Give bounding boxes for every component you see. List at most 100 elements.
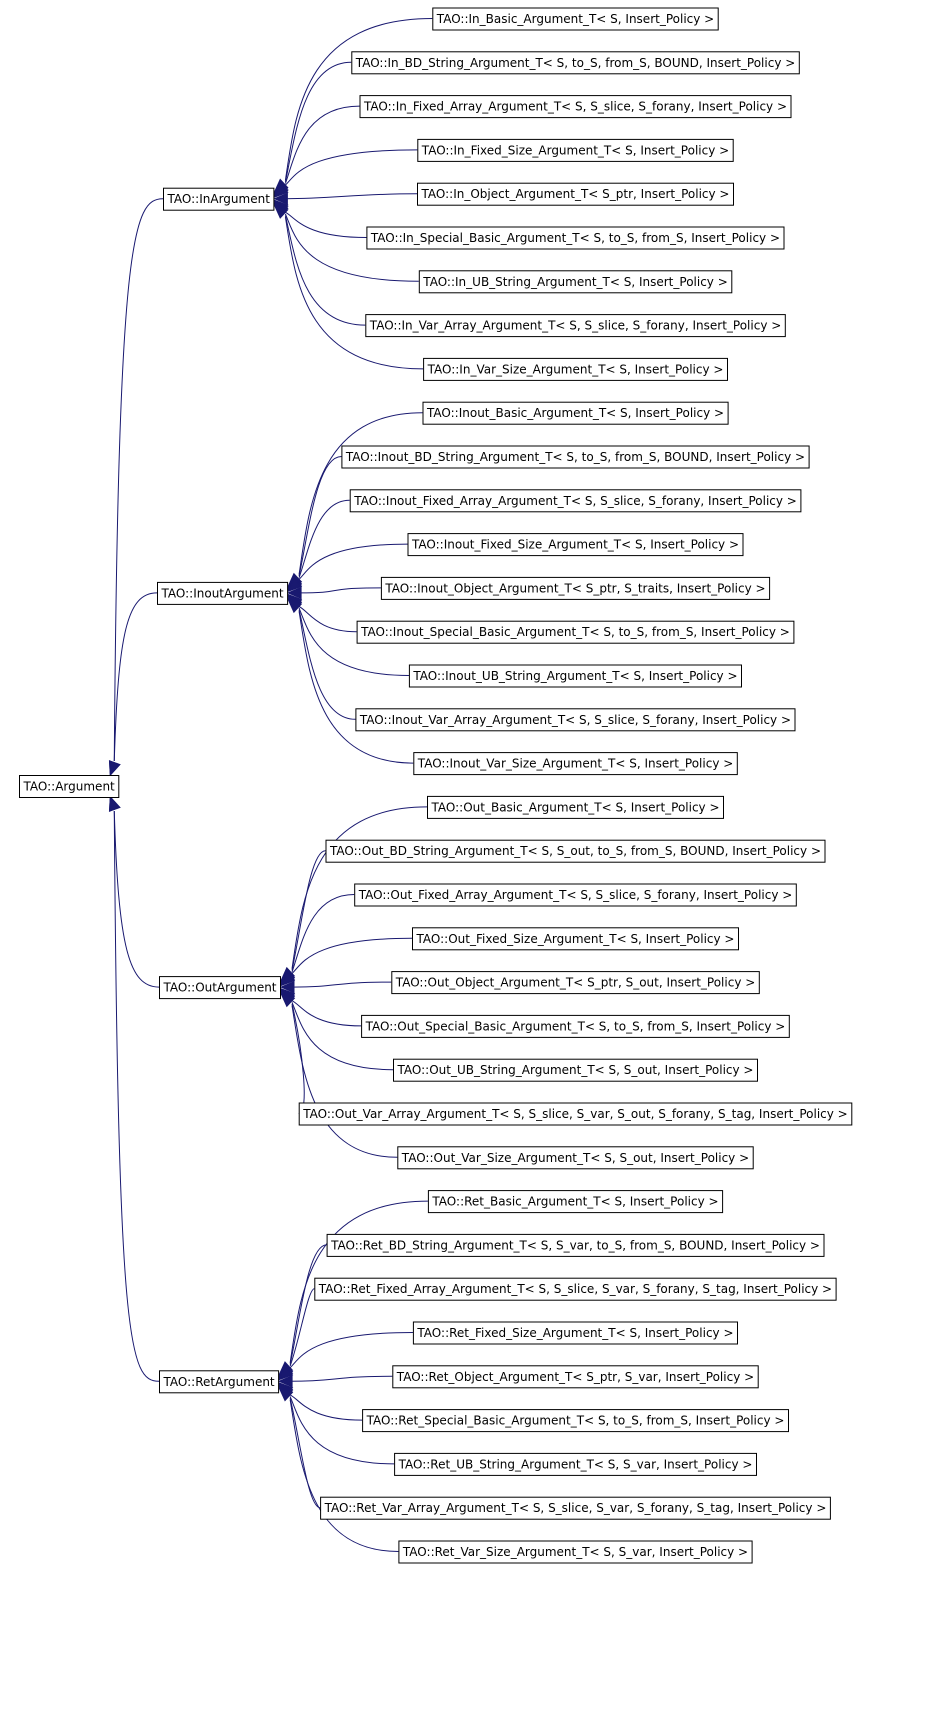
edge-in-var-array-argument-to-inargument <box>284 215 366 326</box>
arrowhead-ret-fixed-size-argument <box>278 1365 294 1381</box>
class-node-in-basic-argument-box <box>432 7 719 31</box>
class-node-inout-ub-string-argument[interactable]: TAO::Inout_UB_String_Argument_T< S, Inse… <box>408 664 742 688</box>
class-node-inout-fixed-array-argument-box <box>349 489 802 513</box>
root-node-argument-label: TAO::Argument <box>23 780 116 794</box>
class-node-inout-fixed-size-argument-box <box>407 533 744 557</box>
edge-in-fixed-size-argument-to-inargument <box>285 149 418 186</box>
edge-out-fixed-array-argument-to-outargument <box>291 894 355 973</box>
class-node-inout-special-basic-argument[interactable]: TAO::Inout_Special_Basic_Argument_T< S, … <box>356 620 795 644</box>
class-node-inout-special-basic-argument-label: TAO::Inout_Special_Basic_Argument_T< S, … <box>360 625 790 639</box>
class-node-out-basic-argument-box <box>427 795 724 819</box>
class-node-in-basic-argument-label: TAO::In_Basic_Argument_T< S, Insert_Poli… <box>436 12 714 26</box>
group-node-inoutargument[interactable]: TAO::InoutArgument <box>157 581 289 605</box>
edge-outargument-to-argument <box>113 810 160 988</box>
class-node-ret-object-argument-box <box>392 1365 759 1389</box>
class-node-in-special-basic-argument[interactable]: TAO::In_Special_Basic_Argument_T< S, to_… <box>366 226 785 250</box>
class-node-inout-var-array-argument-label: TAO::Inout_Var_Array_Argument_T< S, S_sl… <box>359 713 791 727</box>
class-node-ret-fixed-array-argument-box <box>314 1277 837 1301</box>
edge-ret-bd-string-argument-to-retargument <box>289 1244 327 1365</box>
class-node-ret-object-argument[interactable]: TAO::Ret_Object_Argument_T< S_ptr, S_var… <box>392 1365 759 1389</box>
edge-in-fixed-array-argument-to-inargument <box>284 105 360 184</box>
class-node-in-bd-string-argument[interactable]: TAO::In_BD_String_Argument_T< S, to_S, f… <box>351 51 800 75</box>
class-node-in-object-argument[interactable]: TAO::In_Object_Argument_T< S_ptr, Insert… <box>417 182 734 206</box>
class-node-inout-fixed-size-argument[interactable]: TAO::Inout_Fixed_Size_Argument_T< S, Ins… <box>407 533 744 557</box>
class-node-ret-basic-argument-label: TAO::Ret_Basic_Argument_T< S, Insert_Pol… <box>431 1195 718 1209</box>
class-node-in-basic-argument[interactable]: TAO::In_Basic_Argument_T< S, Insert_Poli… <box>432 7 719 31</box>
arrowhead-retargument <box>108 795 121 812</box>
class-node-ret-var-array-argument-label: TAO::Ret_Var_Array_Argument_T< S, S_slic… <box>324 1501 827 1515</box>
class-node-out-var-array-argument[interactable]: TAO::Out_Var_Array_Argument_T< S, S_slic… <box>298 1102 853 1126</box>
class-node-in-object-argument-box <box>417 182 734 206</box>
class-node-inout-bd-string-argument-box <box>341 445 810 469</box>
group-node-retargument[interactable]: TAO::RetArgument <box>159 1370 280 1394</box>
class-node-in-bd-string-argument-box <box>351 51 800 75</box>
class-node-ret-fixed-size-argument-label: TAO::Ret_Fixed_Size_Argument_T< S, Inser… <box>416 1326 733 1340</box>
class-node-out-fixed-size-argument[interactable]: TAO::Out_Fixed_Size_Argument_T< S, Inser… <box>412 927 739 951</box>
class-node-inout-var-array-argument[interactable]: TAO::Inout_Var_Array_Argument_T< S, S_sl… <box>355 708 796 732</box>
class-node-ret-special-basic-argument[interactable]: TAO::Ret_Special_Basic_Argument_T< S, to… <box>362 1409 789 1433</box>
class-node-out-object-argument[interactable]: TAO::Out_Object_Argument_T< S_ptr, S_out… <box>391 971 760 995</box>
edge-ret-fixed-size-argument-to-retargument <box>289 1332 413 1369</box>
class-node-out-special-basic-argument[interactable]: TAO::Out_Special_Basic_Argument_T< S, to… <box>361 1014 790 1038</box>
class-node-ret-fixed-size-argument-box <box>412 1321 738 1345</box>
class-node-out-ub-string-argument-label: TAO::Out_UB_String_Argument_T< S, S_out,… <box>397 1063 754 1077</box>
class-node-ret-fixed-size-argument[interactable]: TAO::Ret_Fixed_Size_Argument_T< S, Inser… <box>412 1321 738 1345</box>
class-node-ret-fixed-array-argument[interactable]: TAO::Ret_Fixed_Array_Argument_T< S, S_sl… <box>314 1277 837 1301</box>
class-node-ret-ub-string-argument[interactable]: TAO::Ret_UB_String_Argument_T< S, S_var,… <box>394 1452 757 1476</box>
arrowhead-ret-var-size-argument <box>278 1386 294 1402</box>
class-node-inout-object-argument-box <box>380 576 771 600</box>
class-node-out-ub-string-argument[interactable]: TAO::Out_UB_String_Argument_T< S, S_out,… <box>393 1058 758 1082</box>
root-node-argument-box <box>19 775 120 798</box>
class-node-ret-ub-string-argument-box <box>394 1452 757 1476</box>
class-node-inout-basic-argument-box <box>422 401 729 425</box>
class-node-out-special-basic-argument-box <box>361 1014 790 1038</box>
class-node-in-fixed-array-argument-label: TAO::In_Fixed_Array_Argument_T< S, S_sli… <box>363 100 787 114</box>
class-node-out-var-size-argument[interactable]: TAO::Out_Var_Size_Argument_T< S, S_out, … <box>397 1146 754 1170</box>
root-node-argument[interactable]: TAO::Argument <box>19 775 120 798</box>
class-node-out-bd-string-argument[interactable]: TAO::Out_BD_String_Argument_T< S, S_out,… <box>325 839 826 863</box>
edge-out-ub-string-argument-to-outargument <box>291 1002 394 1071</box>
class-node-out-object-argument-box <box>391 971 760 995</box>
class-node-ret-var-size-argument[interactable]: TAO::Ret_Var_Size_Argument_T< S, S_var, … <box>398 1540 753 1564</box>
edge-out-fixed-size-argument-to-outargument <box>291 937 413 974</box>
class-node-in-ub-string-argument-label: TAO::In_UB_String_Argument_T< S, Insert_… <box>422 275 727 289</box>
group-node-inargument[interactable]: TAO::InArgument <box>163 187 275 211</box>
class-node-in-var-size-argument[interactable]: TAO::In_Var_Size_Argument_T< S, Insert_P… <box>423 357 728 381</box>
class-node-in-object-argument-label: TAO::In_Object_Argument_T< S_ptr, Insert… <box>421 187 730 201</box>
edge-in-var-size-argument-to-inargument <box>284 217 424 370</box>
arrowhead-in-fixed-size-argument <box>273 183 289 198</box>
class-node-in-fixed-array-argument[interactable]: TAO::In_Fixed_Array_Argument_T< S, S_sli… <box>359 95 792 119</box>
class-node-ret-var-array-argument[interactable]: TAO::Ret_Var_Array_Argument_T< S, S_slic… <box>320 1496 831 1520</box>
class-node-inout-object-argument[interactable]: TAO::Inout_Object_Argument_T< S_ptr, S_t… <box>380 576 771 600</box>
class-node-inout-var-size-argument[interactable]: TAO::Inout_Var_Size_Argument_T< S, Inser… <box>413 752 738 776</box>
class-node-out-basic-argument[interactable]: TAO::Out_Basic_Argument_T< S, Insert_Pol… <box>427 795 724 819</box>
class-node-in-var-array-argument[interactable]: TAO::In_Var_Array_Argument_T< S, S_slice… <box>365 314 786 338</box>
class-node-in-fixed-size-argument[interactable]: TAO::In_Fixed_Size_Argument_T< S, Insert… <box>417 138 734 162</box>
edge-in-basic-argument-to-inargument <box>284 18 433 181</box>
edge-out-special-basic-argument-to-outargument <box>291 1000 362 1027</box>
class-node-out-object-argument-label: TAO::Out_Object_Argument_T< S_ptr, S_out… <box>395 976 756 990</box>
class-node-ret-special-basic-argument-label: TAO::Ret_Special_Basic_Argument_T< S, to… <box>366 1414 785 1428</box>
class-node-inout-fixed-size-argument-label: TAO::Inout_Fixed_Size_Argument_T< S, Ins… <box>411 538 739 552</box>
edge-inout-var-array-argument-to-inoutargument <box>298 609 356 720</box>
class-node-inout-fixed-array-argument[interactable]: TAO::Inout_Fixed_Array_Argument_T< S, S_… <box>349 489 802 513</box>
class-node-out-fixed-size-argument-box <box>412 927 739 951</box>
group-node-retargument-box <box>159 1370 280 1394</box>
class-node-inout-var-array-argument-box <box>355 708 796 732</box>
class-node-inout-basic-argument[interactable]: TAO::Inout_Basic_Argument_T< S, Insert_P… <box>422 401 729 425</box>
class-node-inout-bd-string-argument[interactable]: TAO::Inout_BD_String_Argument_T< S, to_S… <box>341 445 810 469</box>
arrowhead-in-object-argument <box>273 192 288 205</box>
class-node-inout-fixed-array-argument-label: TAO::Inout_Fixed_Array_Argument_T< S, S_… <box>353 494 797 508</box>
arrowhead-in-var-size-argument <box>273 204 289 219</box>
class-node-in-ub-string-argument[interactable]: TAO::In_UB_String_Argument_T< S, Insert_… <box>418 270 733 294</box>
class-node-ret-basic-argument[interactable]: TAO::Ret_Basic_Argument_T< S, Insert_Pol… <box>427 1190 724 1214</box>
arrowhead-inout-var-size-argument <box>287 598 303 614</box>
class-node-out-basic-argument-label: TAO::Out_Basic_Argument_T< S, Insert_Pol… <box>431 800 720 814</box>
class-node-out-fixed-array-argument[interactable]: TAO::Out_Fixed_Array_Argument_T< S, S_sl… <box>354 883 797 907</box>
group-node-outargument[interactable]: TAO::OutArgument <box>159 976 281 1000</box>
class-node-out-var-array-argument-box <box>298 1102 853 1126</box>
class-node-ret-bd-string-argument[interactable]: TAO::Ret_BD_String_Argument_T< S, S_var,… <box>326 1233 825 1257</box>
class-node-out-fixed-size-argument-label: TAO::Out_Fixed_Size_Argument_T< S, Inser… <box>416 932 735 946</box>
edge-inargument-to-argument <box>113 198 164 762</box>
class-node-out-special-basic-argument-label: TAO::Out_Special_Basic_Argument_T< S, to… <box>365 1019 786 1033</box>
